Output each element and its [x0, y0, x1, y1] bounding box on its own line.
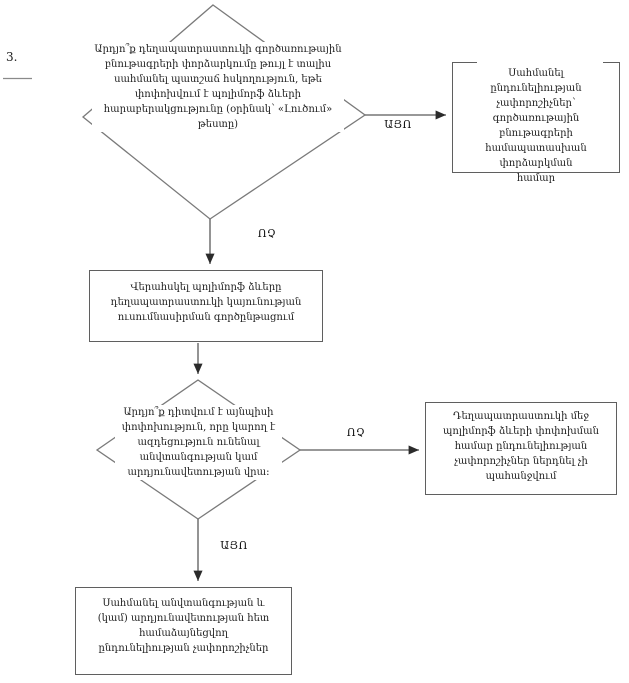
decision2-no-label: ՈՉ [341, 427, 371, 439]
page-number: 3. [6, 50, 18, 64]
decision1-text: Արդյո՞ք դեղապատրաստուկի գործառութային բն… [92, 42, 344, 132]
decision2-yes-label: ԱՅՈ [216, 540, 252, 552]
decision2-text: Արդյո՞ք դիտվում է այնպիսի փոփոխություն, … [115, 405, 282, 480]
decision1-no-label: ՈՉ [252, 228, 282, 240]
no2-result-box: Դեղապատրաստուկի մեջ պոլիմորֆ ձևերի փոփոխ… [425, 402, 617, 495]
process-box: Վերահսկել պոլիմորֆ ձևերը դեղապատրաստուկի… [89, 270, 323, 342]
yes1-result-box: Սահմանել ընդունելիության չափորոշիչներ՝ գ… [452, 61, 620, 184]
yes2-result-box: Սահմանել անվտանգության և (կամ) արդյունավ… [75, 587, 292, 675]
decision1-yes-label: ԱՅՈ [380, 119, 416, 131]
